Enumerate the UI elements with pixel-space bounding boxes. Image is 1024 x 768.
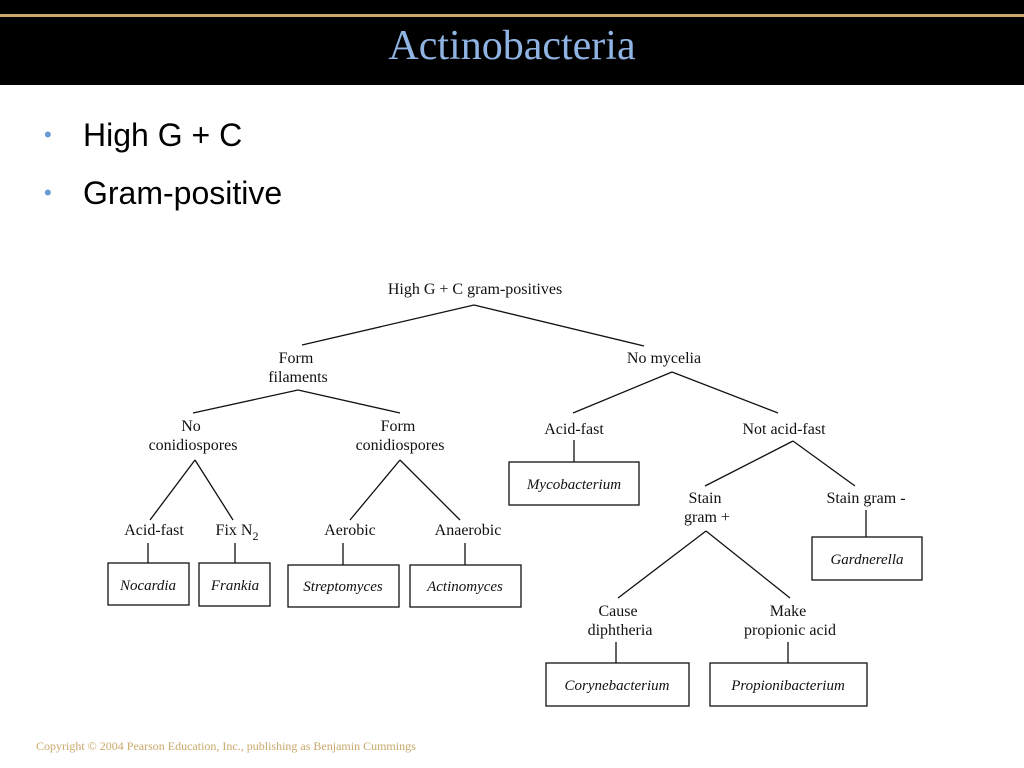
- node-fix-n2-subscript: 2: [252, 529, 258, 543]
- genus-box-actinomyces: [409, 564, 522, 608]
- node-no-mycelia: No mycelia: [627, 350, 701, 367]
- node-not-acid-fast: Not acid-fast: [742, 421, 826, 438]
- edge-stainpos-propionic: [705, 530, 791, 599]
- edge-noconidio-acidfast: [149, 459, 196, 521]
- node-stain-gram-pos-line2: gram +: [684, 509, 730, 526]
- node-no-conidiospores: No conidiospores: [149, 418, 238, 454]
- node-fix-n2: Fix N2: [216, 522, 259, 543]
- node-make-propionic-line1: Make: [770, 603, 806, 620]
- copyright-notice: Copyright © 2004 Pearson Education, Inc.…: [36, 739, 416, 753]
- node-stain-gram-pos-line1: Stain: [689, 490, 722, 507]
- node-form-conidiospores: Form conidiospores: [356, 418, 445, 454]
- node-stain-gram-pos: Stain gram +: [684, 490, 730, 526]
- node-cause-diphtheria-line1: Cause: [598, 603, 637, 620]
- node-form-conidiospores-line1: Form: [381, 418, 416, 435]
- node-cause-diphtheria: Cause diphtheria: [588, 603, 653, 639]
- node-aerobic: Aerobic: [324, 522, 376, 539]
- edge-formconidio-aerobic: [349, 459, 401, 521]
- node-cause-diphtheria-line2: diphtheria: [588, 622, 653, 639]
- edge-root-nomycelia: [473, 304, 645, 347]
- title-bar: Actinobacteria: [0, 0, 1024, 85]
- bullet-text: High G + C: [83, 117, 243, 153]
- genus-corynebacterium: Corynebacterium: [565, 678, 670, 694]
- genus-box-mycobacterium: [508, 461, 640, 506]
- node-stain-gram-neg: Stain gram -: [826, 490, 905, 507]
- genus-mycobacterium: Mycobacterium: [526, 477, 621, 493]
- bullet-dot-icon: •: [44, 180, 52, 205]
- genus-box-nocardia: [107, 562, 190, 606]
- genus-streptomyces: Streptomyces: [303, 579, 383, 595]
- node-no-conidiospores-line1: No: [181, 418, 201, 435]
- node-root: High G + C gram-positives: [388, 281, 562, 298]
- genus-frankia: Frankia: [210, 578, 259, 594]
- bullet-item-gram-positive: • Gram-positive: [44, 170, 282, 228]
- edge-root-filaments: [301, 304, 475, 346]
- node-fix-n2-main: Fix N: [216, 522, 253, 539]
- genus-actinomyces: Actinomyces: [426, 579, 503, 595]
- edge-notacidfast-stainneg: [792, 440, 856, 487]
- bullet-item-high-gc: • High G + C: [44, 112, 282, 170]
- bullet-text: Gram-positive: [83, 175, 283, 211]
- genus-nocardia: Nocardia: [119, 578, 176, 594]
- edge-noconidio-fixn2: [194, 459, 234, 521]
- edge-notacidfast-stainpos: [704, 440, 794, 487]
- node-anaerobic: Anaerobic: [435, 522, 502, 539]
- node-acid-fast-left: Acid-fast: [124, 522, 184, 539]
- node-make-propionic-line2: propionic acid: [744, 622, 836, 639]
- genus-box-corynebacterium: [545, 662, 690, 707]
- genus-box-propionibacterium: [709, 662, 868, 707]
- tree-edges: [147, 304, 867, 663]
- node-make-propionic-acid: Make propionic acid: [744, 603, 836, 639]
- edge-formconidio-anaerobic: [399, 459, 461, 521]
- edge-filaments-formconidio: [297, 389, 401, 414]
- node-form-filaments-line2: filaments: [268, 369, 328, 386]
- title-accent-rule: [0, 14, 1024, 17]
- node-form-filaments: Form filaments: [268, 350, 328, 386]
- node-form-filaments-line1: Form: [279, 350, 314, 367]
- bullet-dot-icon: •: [44, 122, 52, 147]
- genus-gardnerella: Gardnerella: [830, 552, 903, 568]
- genus-box-streptomyces: [287, 564, 400, 608]
- edge-stainpos-diphtheria: [617, 530, 707, 599]
- edge-nomycelia-acidfast: [572, 371, 673, 414]
- genus-propionibacterium: Propionibacterium: [730, 678, 845, 694]
- bullet-list: • High G + C • Gram-positive: [44, 112, 282, 228]
- edge-nomycelia-notacidfast: [671, 371, 779, 414]
- node-acid-fast-right: Acid-fast: [544, 421, 604, 438]
- edge-filaments-noconidio: [192, 389, 299, 414]
- genus-box-gardnerella: [811, 536, 923, 581]
- slide-title: Actinobacteria: [388, 23, 636, 69]
- node-no-conidiospores-line2: conidiospores: [149, 437, 238, 454]
- genus-box-frankia: [198, 562, 271, 607]
- node-form-conidiospores-line2: conidiospores: [356, 437, 445, 454]
